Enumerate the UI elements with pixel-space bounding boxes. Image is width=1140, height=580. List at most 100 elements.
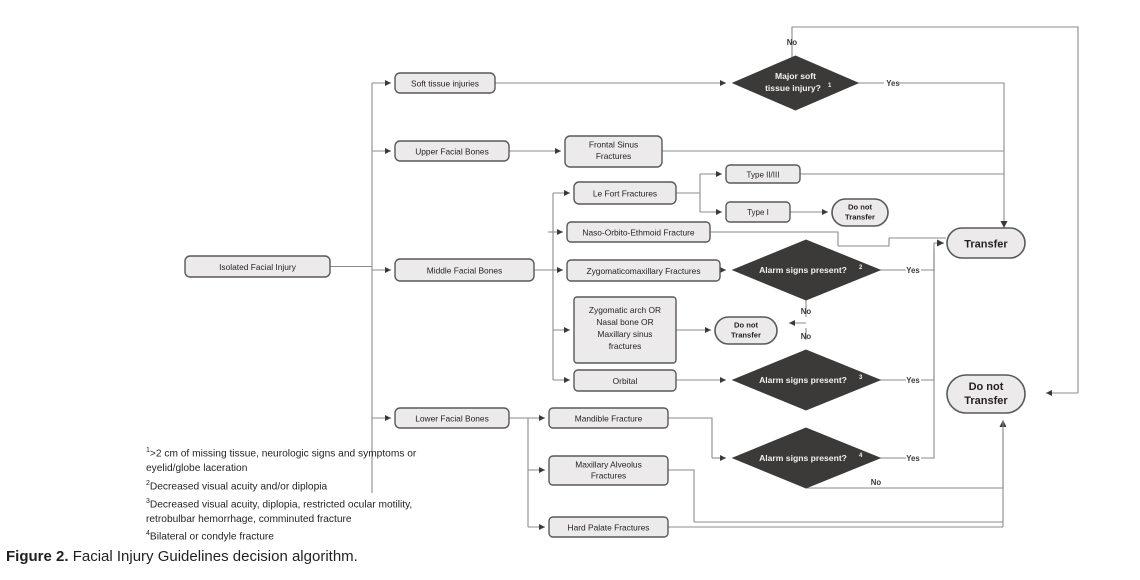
node-hard-palate-fractures[interactable]: Hard Palate Fractures [548,516,669,538]
decision-major-soft-tissue-injury[interactable]: Major soft tissue injury? 1 [731,55,860,111]
terminal-do-not-transfer-right[interactable]: Do not Transfer [946,374,1026,414]
decision-sup-d4: 4 [859,453,863,459]
edge-label-d4-yes: Yes [906,454,920,463]
node-type-i[interactable]: Type I [725,201,791,223]
footnote-1-line2: eyelid/globe laceration [146,462,248,474]
footnote-2-marker: 2 [146,479,150,487]
terminal-label-dntmid-2: Transfer [731,331,761,340]
footnote-4-line1: Bilateral or condyle fracture [149,531,274,543]
decision-label-d2: Alarm signs present? [759,265,847,275]
node-lower-facial-bones[interactable]: Lower Facial Bones [394,407,510,429]
edge-d1-yes-transfer [899,82,1008,228]
footnote-3-cont: retrobulbar hemorrhage, comminuted fract… [146,513,546,528]
footnote-1: 1>2 cm of missing tissue, neurologic sig… [146,444,546,462]
decision-sup-d2: 2 [859,265,863,271]
footnote-3-line2: retrobulbar hemorrhage, comminuted fract… [146,513,352,525]
decision-alarm-signs-3[interactable]: Alarm signs present? 3 [731,349,882,411]
edge-d2-yes-up [921,243,935,271]
footnote-1-marker: 1 [146,447,150,454]
decision-label-d4: Alarm signs present? [759,453,847,463]
edge-naso-right [838,238,890,247]
node-label-type1: Type I [747,208,769,217]
node-label-zygomax: Zygomaticomaxillary Fractures [586,266,700,276]
edge-label-d2-yes: Yes [906,266,920,275]
node-label-hardpalate: Hard Palate Fractures [568,523,650,533]
node-label-mandible: Mandible Fracture [575,414,643,424]
footnote-3: 3Decreased visual acuity, diplopia, rest… [146,495,546,513]
edge-maxalv-down [668,469,695,522]
footnotes: 1>2 cm of missing tissue, neurologic sig… [146,444,546,545]
edge-label-d4-no: No [871,478,882,487]
node-isolated-facial-injury[interactable]: Isolated Facial Injury [184,255,331,278]
node-label-root: Isolated Facial Injury [219,262,297,272]
node-middle-facial-bones[interactable]: Middle Facial Bones [394,258,535,282]
decision-alarm-signs-2[interactable]: Alarm signs present? 2 [731,239,882,301]
edge-d4-yes-up [921,252,935,459]
decision-label-d1-2-group: tissue injury? 1 [765,83,832,93]
terminal-label-dnt-2: Transfer [964,395,1008,407]
decision-label-d3: Alarm signs present? [759,375,847,385]
terminal-label-dntmid-1: Do not [734,321,759,330]
figure-caption-text: Facial Injury Guidelines decision algori… [72,548,358,565]
node-mandible-fracture[interactable]: Mandible Fracture [548,407,669,429]
node-label-zygarch-2: Nasal bone OR [596,317,653,327]
edge-label-d1-yes: Yes [886,79,900,88]
edge-label-d1-no: No [787,38,798,47]
terminal-transfer[interactable]: Transfer [946,227,1026,259]
footnote-4-marker: 4 [146,530,150,538]
terminal-label-dnt1-2: Transfer [845,213,875,222]
decision-sup-d1: 1 [828,83,832,89]
node-zygomaticomaxillary[interactable]: Zygomaticomaxillary Fractures [566,259,721,282]
node-label-upper: Upper Facial Bones [415,147,489,157]
node-naso-orbito-ethmoid[interactable]: Naso-Orbito-Ethmoid Fracture [566,221,711,243]
footnote-2: 2Decreased visual acuity and/or diplopia [146,477,546,495]
node-label-maxalv-2: Fractures [591,471,626,481]
node-label-frontal-1: Frontal Sinus [589,140,638,150]
terminal-label-transfer: Transfer [964,239,1008,251]
node-label-naso: Naso-Orbito-Ethmoid Fracture [582,228,695,238]
footnote-1-cont: eyelid/globe laceration [146,462,546,477]
node-label-zygarch-4: fractures [609,341,642,351]
node-zygomatic-arch-group[interactable]: Zygomatic arch OR Nasal bone OR Maxillar… [573,296,677,364]
edge-label-d3-no: No [801,332,812,341]
decision-alarm-signs-4[interactable]: Alarm signs present? 4 [731,427,882,489]
edge-naso-down [710,231,839,246]
node-orbital[interactable]: Orbital [573,369,677,392]
node-upper-facial-bones[interactable]: Upper Facial Bones [394,140,510,162]
footnote-1-line1: >2 cm of missing tissue, neurologic sign… [149,448,417,460]
terminal-label-dnt1-1: Do not [848,203,873,212]
footnote-3-line1: Decreased visual acuity, diplopia, restr… [149,498,413,510]
node-label-lefort: Le Fort Fractures [593,188,657,198]
footnote-4: 4Bilateral or condyle fracture [146,527,546,545]
node-type-ii-iii[interactable]: Type II/III [725,164,801,184]
edge-d1-no [791,26,1079,393]
node-soft-tissue-injuries[interactable]: Soft tissue injuries [394,72,496,94]
decision-label-d1-2: tissue injury? [765,83,821,93]
node-label-lower: Lower Facial Bones [415,414,489,424]
terminal-do-not-transfer-middle[interactable]: Do not Transfer [714,316,778,345]
edge-d3-yes-up [921,248,935,381]
terminal-do-not-transfer-type1[interactable]: Do not Transfer [831,198,889,227]
node-label-soft-tissue: Soft tissue injuries [411,79,479,89]
node-label-zygarch-1: Zygomatic arch OR [589,305,661,315]
decision-label-d1-1: Major soft [775,71,816,81]
node-le-fort-fractures[interactable]: Le Fort Fractures [573,181,677,205]
edge-label-d3-yes: Yes [906,376,920,385]
decision-sup-d3: 3 [859,375,863,381]
edge-label-d2-no: No [801,307,812,316]
node-label-maxalv-1: Maxillary Alveolus [575,460,642,470]
node-maxillary-alveolus[interactable]: Maxillary Alveolus Fractures [548,455,669,486]
node-label-type23: Type II/III [747,171,780,180]
figure-caption: Figure 2. Facial Injury Guidelines decis… [6,548,358,565]
node-label-orbital: Orbital [613,376,638,386]
edge-mandible-down [668,417,713,458]
node-label-zygarch-3: Maxillary sinus [598,329,653,339]
node-label-frontal-2: Fractures [596,151,631,161]
terminal-label-dnt-1: Do not [969,381,1004,393]
footnote-2-line1: Decreased visual acuity and/or diplopia [149,480,328,492]
footnote-3-marker: 3 [146,497,150,505]
node-label-middle: Middle Facial Bones [427,265,502,275]
node-frontal-sinus-fractures[interactable]: Frontal Sinus Fractures [564,135,663,168]
